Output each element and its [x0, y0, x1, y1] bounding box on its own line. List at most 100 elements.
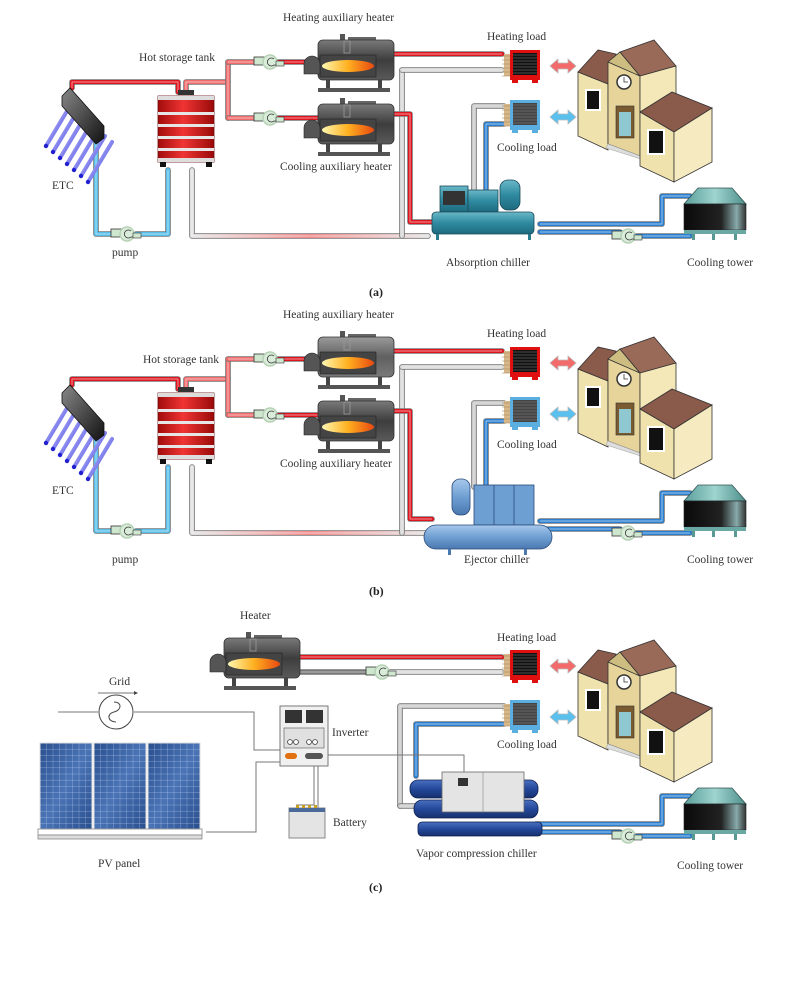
- pump-icon: [253, 407, 285, 423]
- label-heating-load-c: Heating load: [497, 632, 557, 644]
- label-chiller-b: Ejector chiller: [464, 554, 530, 566]
- heating-aux-heater: [303, 331, 395, 389]
- cooling-tower: [683, 187, 747, 240]
- label-cooling-load-b: Cooling load: [497, 439, 557, 451]
- pipe-tower-supply: [537, 193, 693, 227]
- heat-exchange-arrow: [549, 58, 577, 74]
- label-cooling-tower-b: Cooling tower: [687, 554, 754, 566]
- wire-battery: [296, 765, 322, 809]
- pipe-etc-return: [93, 139, 115, 237]
- wire-pv: [206, 761, 280, 833]
- pipe-chiller-return: [189, 167, 431, 239]
- label-inverter-c: Inverter: [332, 727, 369, 739]
- cooling-tower: [683, 787, 747, 840]
- label-cooling-aux-heater-a: Cooling auxiliary heater: [280, 161, 392, 173]
- label-heating-load-b: Heating load: [487, 328, 547, 340]
- pipe-chiller-return: [189, 464, 431, 536]
- pipe-cooling-load-supply: [483, 121, 507, 193]
- label-hot-storage-tank-b: Hot storage tank: [143, 354, 220, 366]
- label-chiller-a: Absorption chiller: [446, 257, 530, 269]
- pump-icon: [253, 110, 285, 126]
- cooling-load-radiator: [502, 700, 540, 733]
- label-heater-c: Heater: [240, 610, 271, 622]
- wire-inverter-chiller: [328, 754, 465, 772]
- heater: [209, 632, 301, 690]
- pipe-etc-return: [93, 436, 115, 534]
- pv-panel: [37, 742, 203, 840]
- label-cooling-tower-a: Cooling tower: [687, 257, 754, 269]
- cooling-load-radiator: [502, 100, 540, 133]
- pump-icon: [253, 351, 285, 367]
- ejector-chiller: [423, 478, 553, 555]
- pipe-cooling-load-supply: [483, 418, 507, 490]
- cool-exchange-arrow: [549, 109, 577, 125]
- pipe-cooling-load-return: [471, 103, 507, 193]
- pump-icon: [365, 664, 397, 680]
- wire-grid: [58, 711, 280, 751]
- label-heating-load-a: Heating load: [487, 31, 547, 43]
- heating-load-radiator: [502, 50, 540, 83]
- pipe-tank-to-heaters: [183, 376, 231, 392]
- pump-icon: [253, 54, 285, 70]
- label-pump-b: pump: [112, 554, 139, 566]
- cool-exchange-arrow: [549, 709, 577, 725]
- caption-b: (b): [369, 584, 384, 598]
- label-cooling-load-c: Cooling load: [497, 739, 557, 751]
- pipe-cooling-load-return: [397, 703, 507, 809]
- heat-exchange-arrow: [549, 658, 577, 674]
- pipe-etc-to-tank: [69, 376, 181, 392]
- panel-a: [43, 34, 747, 244]
- label-heating-aux-heater-a: Heating auxiliary heater: [283, 12, 395, 24]
- hot-storage-tank: [157, 90, 215, 167]
- etc-collector: [43, 384, 114, 482]
- pump-icon: [611, 525, 643, 541]
- absorption-chiller: [431, 179, 535, 240]
- pipe-cooling-load-return: [471, 400, 507, 490]
- heating-load-radiator: [502, 347, 540, 380]
- label-etc-a: ETC: [52, 180, 74, 192]
- pipe-tower-supply: [537, 490, 693, 524]
- label-cooling-load-a: Cooling load: [497, 142, 557, 154]
- pipe-tank-to-heaters: [183, 79, 231, 95]
- panel-b: [43, 331, 747, 555]
- pipe-cooling-load-supply: [413, 721, 507, 779]
- inverter: [279, 705, 329, 767]
- pump-icon: [110, 226, 142, 242]
- hot-storage-tank: [157, 387, 215, 464]
- pipe-generator-supply: [391, 408, 435, 522]
- heating-aux-heater: [303, 34, 395, 92]
- heat-exchange-arrow: [549, 355, 577, 371]
- pipe-etc-to-tank: [69, 79, 181, 95]
- label-cooling-tower-c: Cooling tower: [677, 860, 744, 872]
- battery: [288, 805, 326, 839]
- cool-exchange-arrow: [549, 406, 577, 422]
- pipe-pump-to-tank: [133, 464, 171, 534]
- caption-a: (a): [369, 285, 383, 299]
- label-heating-aux-heater-b: Heating auxiliary heater: [283, 309, 395, 321]
- building: [577, 336, 713, 480]
- label-battery-c: Battery: [333, 817, 367, 829]
- pipe-generator-supply: [391, 111, 435, 225]
- caption-c: (c): [369, 880, 383, 894]
- pipe-pump-to-tank: [133, 167, 171, 237]
- label-hot-storage-tank-a: Hot storage tank: [139, 52, 216, 64]
- grid-generator-icon: [98, 691, 138, 730]
- pipe-tower-supply: [533, 793, 693, 827]
- building: [577, 639, 713, 783]
- label-pump-a: pump: [112, 247, 139, 259]
- heating-load-radiator: [502, 650, 540, 683]
- label-grid-c: Grid: [109, 676, 131, 688]
- cooling-aux-heater: [303, 98, 395, 156]
- cooling-load-radiator: [502, 397, 540, 430]
- cooling-tower: [683, 484, 747, 537]
- vapor-compression-chiller: [409, 771, 543, 837]
- building: [577, 39, 713, 183]
- panel-c: [37, 632, 747, 844]
- cooling-aux-heater: [303, 395, 395, 453]
- pump-icon: [611, 828, 643, 844]
- label-cooling-aux-heater-b: Cooling auxiliary heater: [280, 458, 392, 470]
- label-etc-b: ETC: [52, 485, 74, 497]
- etc-collector: [43, 87, 114, 185]
- label-pv-panel-c: PV panel: [98, 858, 141, 870]
